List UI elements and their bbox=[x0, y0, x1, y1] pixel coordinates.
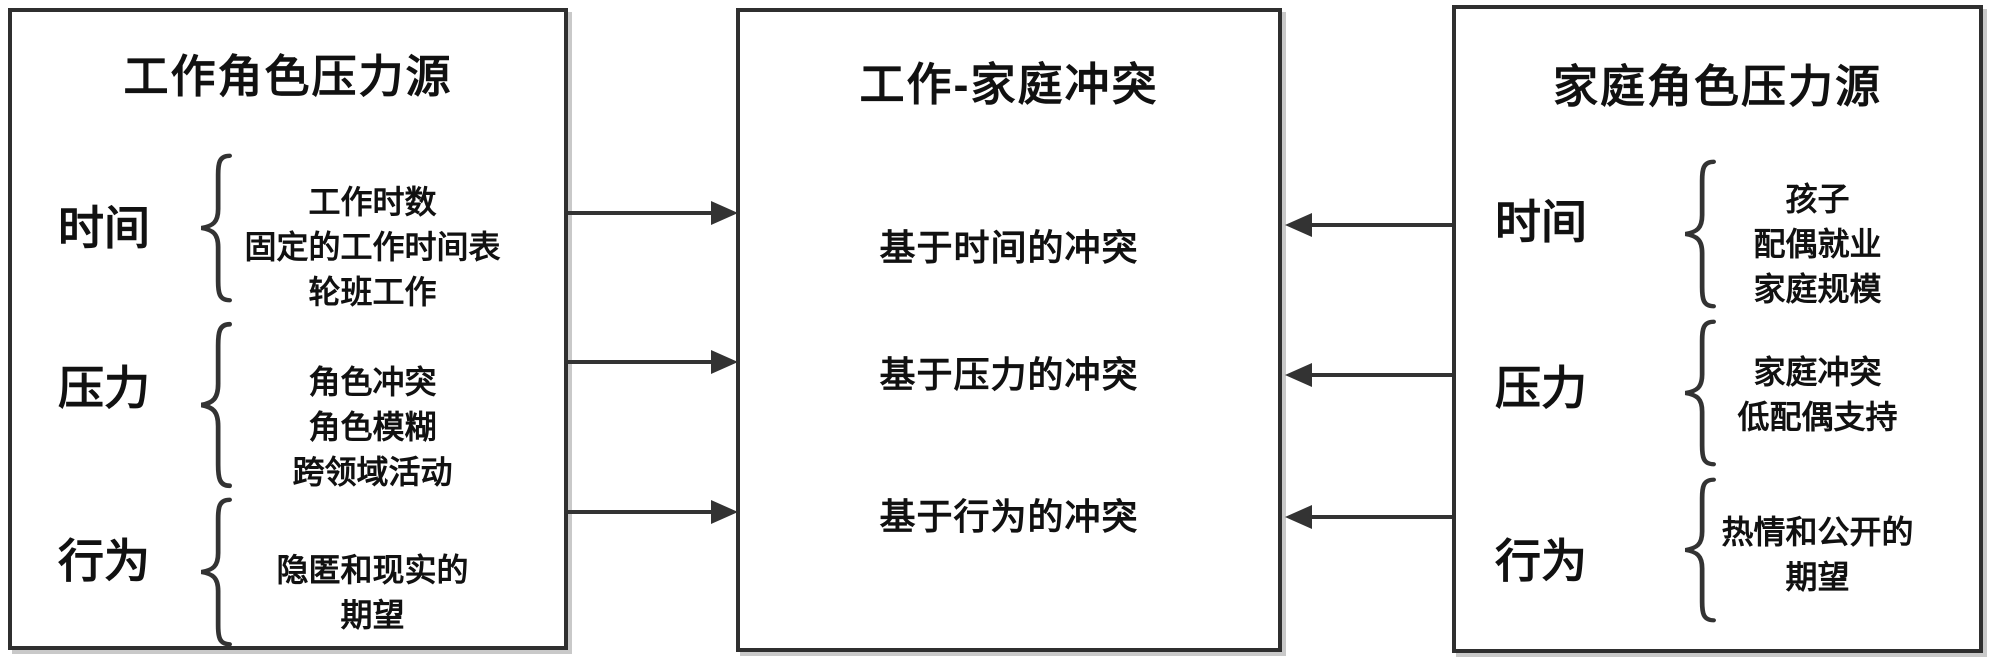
family-strain-items: 家庭冲突 低配偶支持 bbox=[1710, 350, 1925, 440]
item: 固定的工作时间表 bbox=[244, 229, 501, 265]
item: 家庭规模 bbox=[1753, 271, 1882, 307]
strain-based-conflict: 基于压力的冲突 bbox=[879, 354, 1139, 395]
item: 隐匿和现实的 期望 bbox=[276, 552, 469, 633]
item: 角色模糊 bbox=[308, 409, 437, 445]
arrow-head-left-icon bbox=[1285, 505, 1312, 529]
brace-icon bbox=[1684, 159, 1716, 309]
item: 孩子 bbox=[1785, 181, 1850, 217]
work-time-label: 时间 bbox=[58, 202, 150, 254]
work-behavior-items: 隐匿和现实的 期望 bbox=[235, 548, 510, 638]
item: 低配偶支持 bbox=[1737, 399, 1898, 435]
arrow-line bbox=[568, 211, 712, 215]
work-behavior-label: 行为 bbox=[58, 535, 150, 587]
brace-icon bbox=[200, 321, 232, 489]
item: 热情和公开的 期望 bbox=[1721, 514, 1914, 595]
item: 角色冲突 bbox=[308, 364, 437, 400]
family-time-label: 时间 bbox=[1495, 196, 1587, 248]
item: 工作时数 bbox=[308, 184, 437, 220]
conflict-box bbox=[736, 8, 1282, 652]
family-behavior-items: 热情和公开的 期望 bbox=[1710, 510, 1925, 600]
family-stressors-box bbox=[1452, 5, 1983, 653]
arrow-head-right-icon bbox=[711, 350, 738, 374]
arrow-head-left-icon bbox=[1285, 363, 1312, 387]
arrow-line bbox=[568, 510, 712, 514]
brace-icon bbox=[1684, 477, 1716, 623]
family-time-items: 孩子 配偶就业 家庭规模 bbox=[1710, 177, 1925, 312]
family-stressors-title: 家庭角色压力源 bbox=[1552, 61, 1882, 112]
arrow-line bbox=[1311, 373, 1452, 377]
time-based-conflict: 基于时间的冲突 bbox=[879, 227, 1139, 268]
work-stressors-box bbox=[8, 8, 568, 650]
arrow-head-right-icon bbox=[711, 500, 738, 524]
arrow-line bbox=[1311, 515, 1452, 519]
work-strain-items: 角色冲突 角色模糊 跨领域活动 bbox=[235, 360, 510, 495]
item: 轮班工作 bbox=[308, 274, 437, 310]
brace-icon bbox=[1684, 319, 1716, 467]
work-strain-label: 压力 bbox=[58, 362, 150, 414]
arrow-head-right-icon bbox=[711, 201, 738, 225]
arrow-head-left-icon bbox=[1285, 213, 1312, 237]
brace-icon bbox=[200, 153, 232, 303]
item: 家庭冲突 bbox=[1753, 354, 1882, 390]
arrow-line bbox=[1311, 223, 1452, 227]
brace-icon bbox=[200, 497, 232, 647]
conflict-title: 工作-家庭冲突 bbox=[859, 59, 1159, 110]
family-strain-label: 压力 bbox=[1495, 362, 1587, 414]
work-stressors-title: 工作角色压力源 bbox=[123, 51, 453, 102]
item: 配偶就业 bbox=[1753, 226, 1882, 262]
behavior-based-conflict: 基于行为的冲突 bbox=[879, 496, 1139, 537]
arrow-line bbox=[568, 360, 712, 364]
family-behavior-label: 行为 bbox=[1495, 535, 1587, 587]
item: 跨领域活动 bbox=[292, 454, 453, 490]
work-time-items: 工作时数 固定的工作时间表 轮班工作 bbox=[235, 180, 510, 315]
